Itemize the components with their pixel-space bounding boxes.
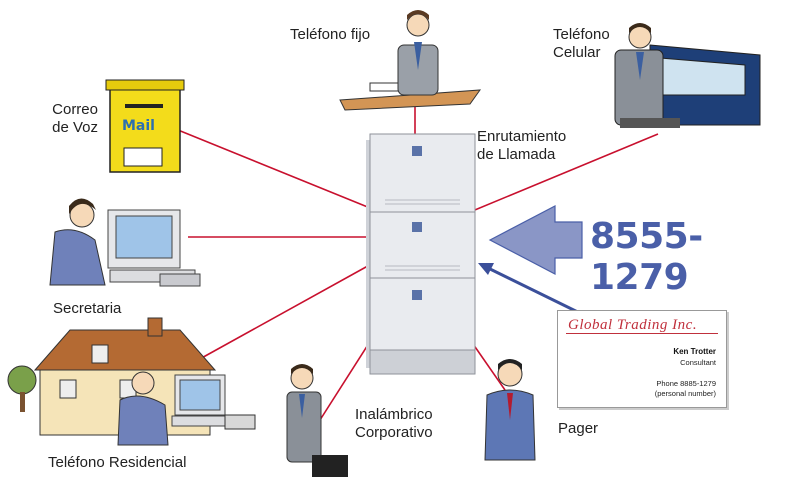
label-corporate-wireless-line1: Inalámbrico — [355, 406, 433, 423]
call-router-server — [366, 133, 476, 375]
business-card: Global Trading Inc. Ken Trotter Consulta… — [557, 310, 727, 408]
label-home-phone: Teléfono Residencial — [48, 454, 187, 471]
label-call-routing-line2: de Llamada — [477, 146, 556, 163]
label-cell-phone-line2: Celular — [553, 44, 601, 61]
label-voicemail-line1: Correo — [52, 101, 98, 118]
label-secretary: Secretaria — [53, 300, 122, 317]
pager-person-illustration — [484, 359, 536, 461]
home-phone-illustration — [117, 371, 256, 446]
label-call-routing: Enrutamiento de Llamada — [477, 128, 566, 164]
mailbox-illustration — [105, 79, 185, 173]
label-pager: Pager — [558, 420, 599, 437]
label-fixed-phone: Teléfono fijo — [290, 26, 371, 43]
card-title: Consultant — [680, 358, 716, 367]
phone-number: 8555-1279 — [590, 216, 703, 298]
label-corporate-wireless-line2: Corporativo — [355, 424, 433, 441]
link-home — [197, 261, 376, 361]
label-cell-phone-line1: Teléfono — [553, 26, 610, 43]
card-divider — [566, 333, 718, 334]
link-voicemail — [177, 129, 376, 211]
corporate-wireless-illustration — [286, 364, 348, 477]
cell-phone-illustration — [614, 23, 761, 128]
fixed-phone-illustration — [339, 10, 482, 111]
card-company: Global Trading Inc. — [568, 317, 698, 333]
secretary-illustration — [49, 198, 201, 287]
label-call-routing-line1: Enrutamiento — [477, 128, 567, 145]
card-phone: Phone 8885-1279 — [656, 379, 716, 388]
card-name: Ken Trotter — [673, 347, 716, 356]
label-voicemail: Correo de Voz — [38, 101, 98, 137]
label-cell-phone: Teléfono Celular — [553, 26, 610, 62]
mailbox-text: Mail — [122, 118, 155, 134]
label-corporate-wireless: Inalámbrico Corporativo — [355, 406, 433, 442]
label-voicemail-line2: de Voz — [52, 119, 98, 136]
card-phone-note: (personal number) — [654, 389, 716, 398]
incoming-call-arrow — [488, 205, 583, 275]
link-cell-phone — [469, 133, 659, 213]
